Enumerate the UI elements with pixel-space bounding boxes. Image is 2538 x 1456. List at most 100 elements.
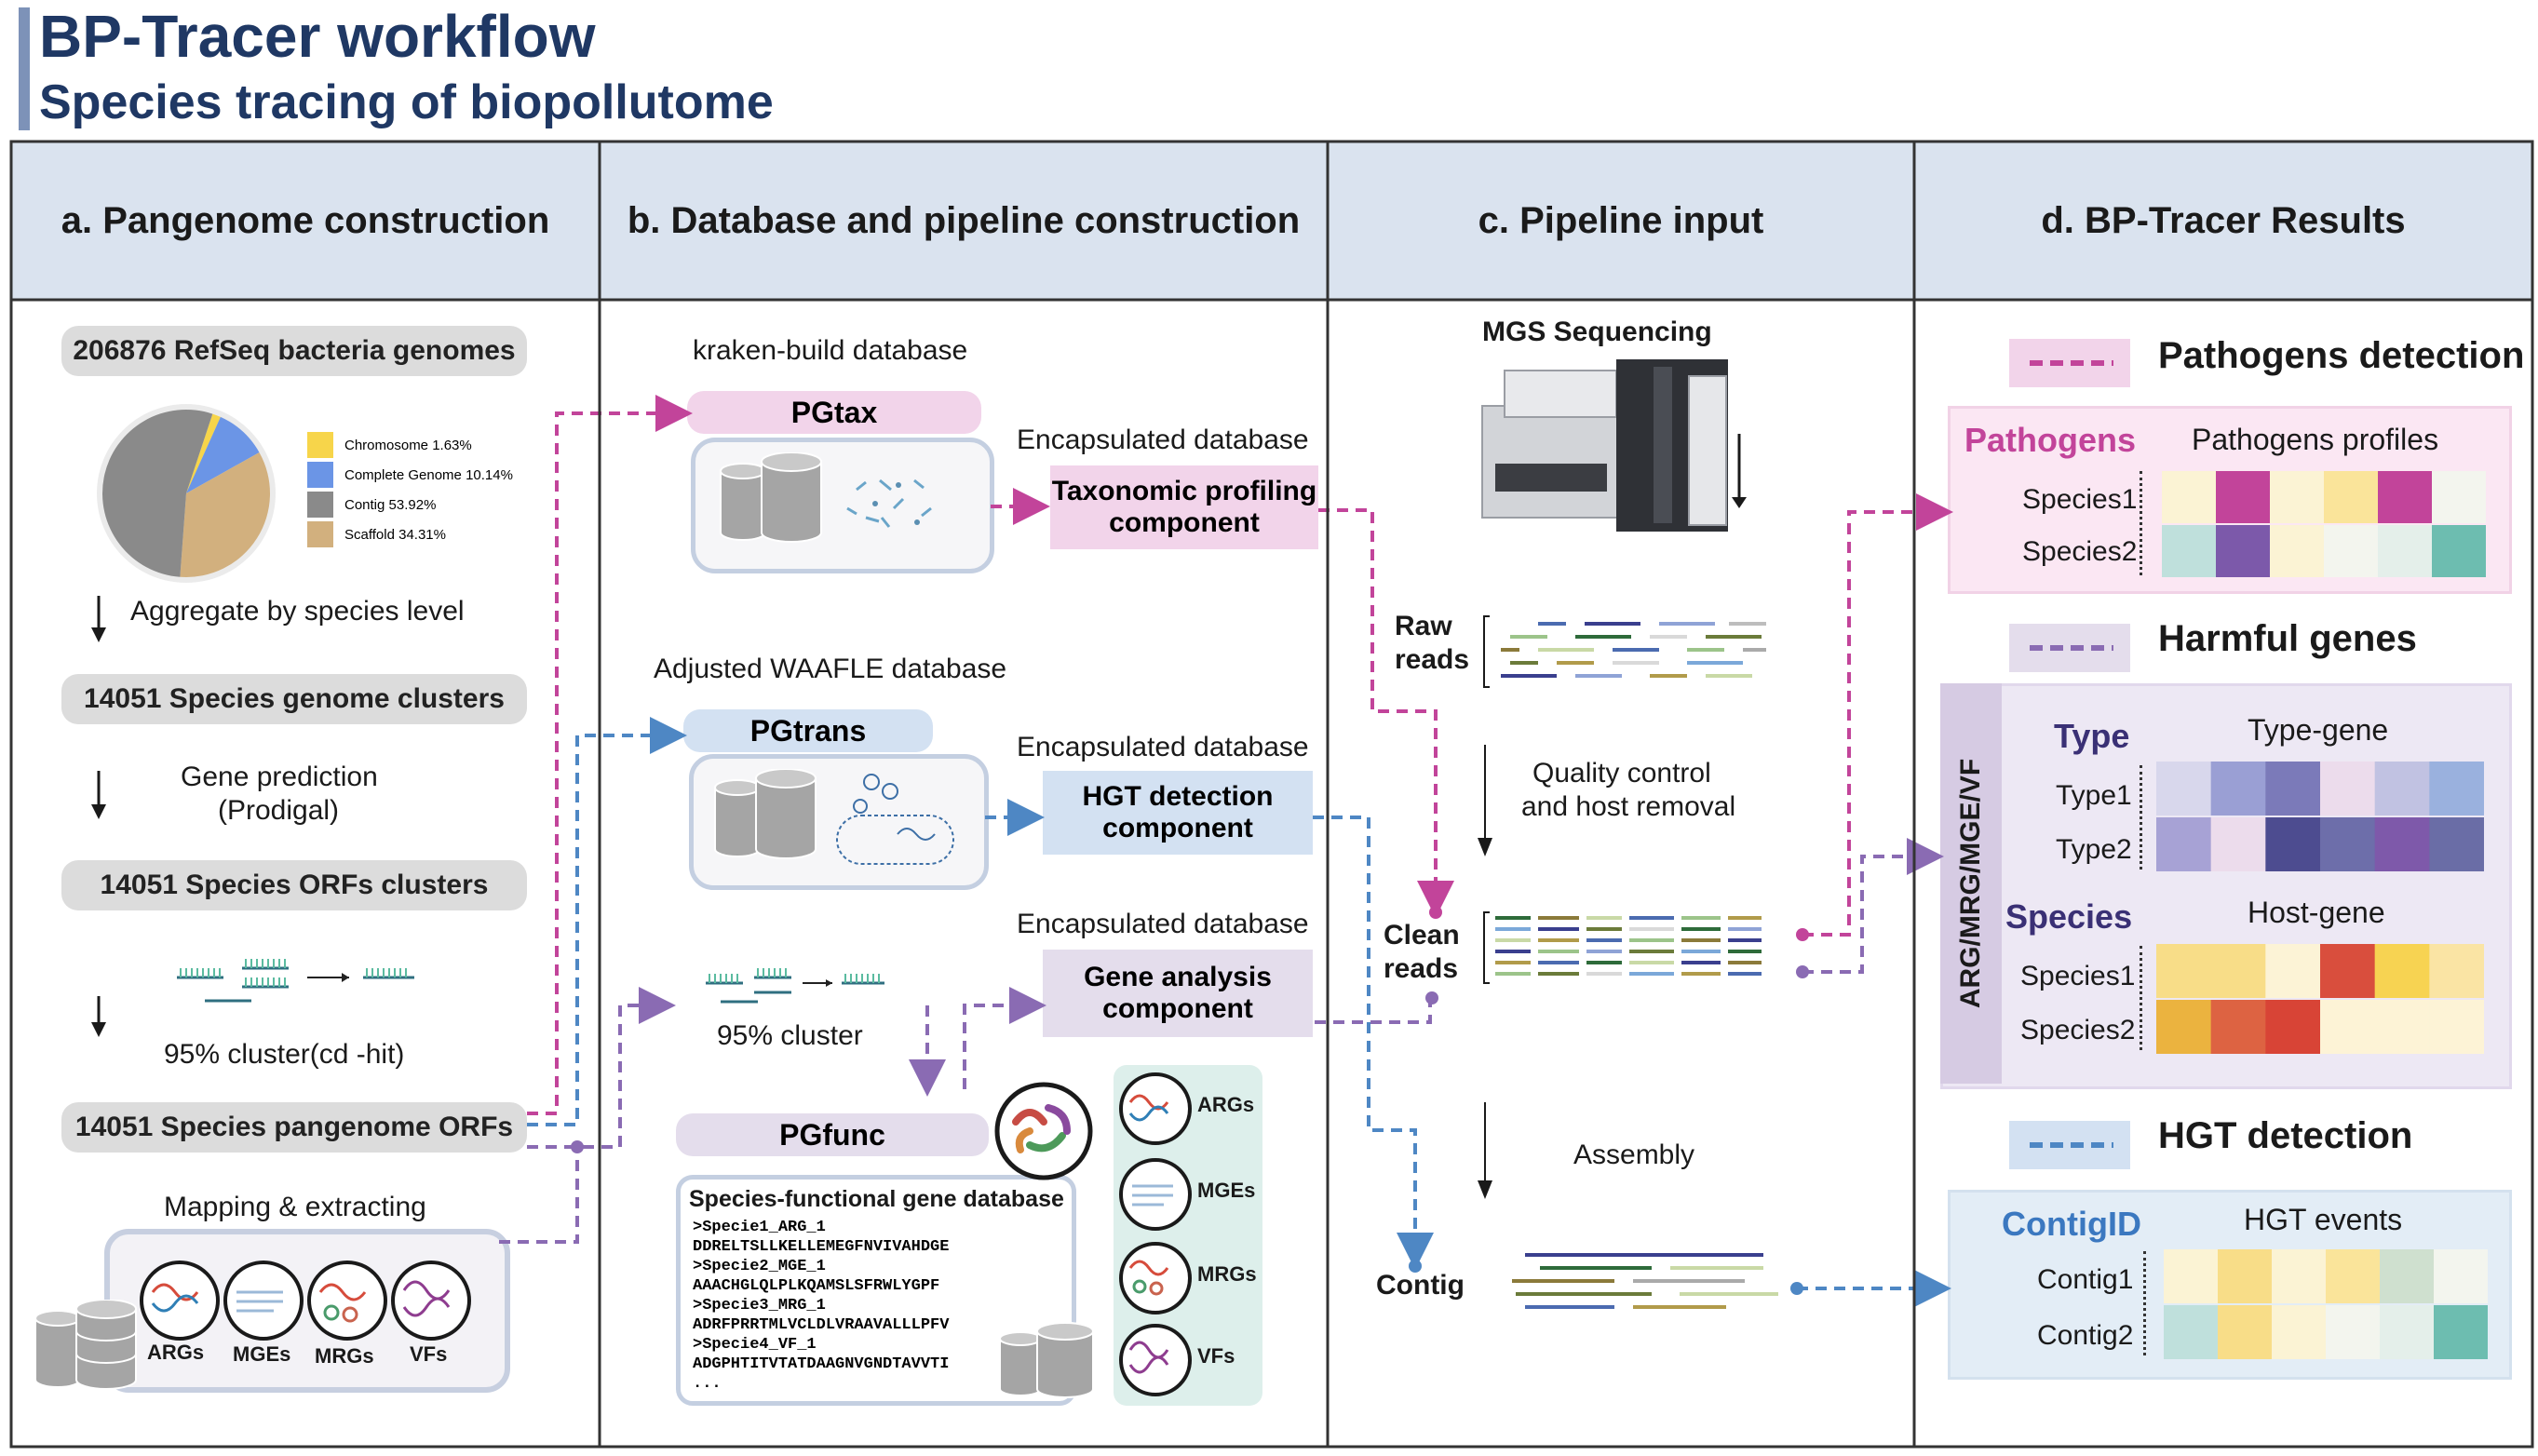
cdhit-cluster-text: 95% cluster(cd -hit) [164,1039,405,1070]
heatmap-cell [2272,1249,2327,1303]
legend-label: Scaffold 34.31% [344,526,446,543]
gene-type-label: VFs [410,1342,448,1366]
title-bar-accent [19,7,30,130]
pathogens-legend-swatch [2009,339,2130,387]
host-gene-label: Host-gene [2248,896,2385,929]
func-icon-label: VFs [1197,1344,1235,1368]
legend-item-complete: Complete Genome 10.14% [307,460,513,490]
seq-line: >Specie2_MGE_1 [693,1258,826,1275]
pgtrans-tab: PGtrans [683,709,933,752]
encap-label-3: Encapsulated database [1017,909,1309,939]
heatmap-cell [2156,1000,2212,1054]
heatmap-cell [2432,471,2486,523]
gene-prediction-line1: Gene prediction [181,762,378,792]
heatmap-cell [2429,762,2484,816]
qc-arrow [1484,745,1486,845]
protein-structure-icon [994,1082,1093,1180]
harmful-legend-swatch [2009,624,2130,672]
heatmap-cell [2324,525,2379,577]
seq-line: ADRFPRRTMLVCLDLVRAAVALLLPFV [693,1316,950,1334]
heatmap-cell [2374,762,2430,816]
pgtax-db-icon [720,452,932,543]
qc-line1: Quality control [1532,758,1711,789]
heatmap-cell [2374,944,2430,998]
legend-item-contig: Contig 53.92% [307,490,513,519]
legend-label: Chromosome 1.63% [344,437,472,453]
heatmap-divider [2143,1251,2146,1355]
heatmap-cell [2218,1249,2273,1303]
legend-item-scaffold: Scaffold 34.31% [307,519,513,549]
seq-line: ADGPHTITVTATDAAGNVGNDTAVVTI [693,1355,950,1373]
heat-row-label: Species2 [2020,1015,2136,1045]
heatmap-cell [2320,1000,2376,1054]
kraken-label: kraken-build database [693,335,968,366]
mgs-label: MGS Sequencing [1482,317,1712,347]
taxonomic-line1: Taxonomic profiling [1051,476,1317,506]
species-heatmap [2156,944,2484,1054]
figure-title: BP-Tracer workflow [39,3,596,70]
legend-label: Complete Genome 10.14% [344,466,513,483]
heatmap-cell [2156,762,2212,816]
raw-reads-line1: Raw [1395,611,1452,641]
raw-reads-line2: reads [1395,644,1470,675]
pgfunc-tab: PGfunc [676,1113,989,1156]
heatmap-divider [2140,946,2142,1050]
column-heading-c: c. Pipeline input [1478,199,1764,241]
genome-pie-chart [97,404,276,583]
heatmap-cell [2216,471,2271,523]
func-icon-glyphs [1128,1094,1173,1374]
pgfunc-label: PGfunc [779,1117,885,1152]
gene-prediction-line2: (Prodigal) [218,795,340,826]
hgt-detection-title: HGT detection [2158,1115,2413,1156]
waafle-label: Adjusted WAAFLE database [654,654,1007,684]
seq-line: >Specie4_VF_1 [693,1336,817,1354]
seq-line: >Specie1_ARG_1 [693,1219,826,1236]
genome-clusters-pill: 14051 Species genome clusters [61,674,527,724]
cluster95-label: 95% cluster [717,1020,863,1051]
pangenome-orfs-pill: 14051 Species pangenome ORFs [61,1102,527,1153]
heatmap-cell [2380,1305,2435,1359]
heatmap-cell [2156,944,2212,998]
heatmap-cell [2272,1305,2327,1359]
gene-type-label: ARGs [147,1341,205,1364]
heatmap-cell [2429,1000,2484,1054]
pgtrans-label: PGtrans [749,713,867,748]
heatmap-cell [2429,944,2484,998]
func-icon-label: MGEs [1197,1179,1256,1202]
heatmap-cell [2218,1305,2273,1359]
pathogens-profiles-label: Pathogens profiles [2192,423,2439,456]
column-heading-b: b. Database and pipeline construction [627,199,1301,241]
contig-id-label: ContigID [2002,1205,2141,1243]
harmful-side-label: ARG/MRG/MGE/VF [1955,758,1986,1009]
heatmap-cell [2432,525,2486,577]
heatmap-cell [2324,471,2379,523]
heatmap-cell [2270,525,2325,577]
heat-row-label: Species2 [2022,536,2138,567]
heatmap-cell [2326,1305,2381,1359]
legend-swatch [307,432,333,458]
seq-line: AAACHGLQLPLKQAMSLSFRWLYGPF [693,1277,940,1295]
contig-heatmap [2164,1249,2488,1359]
contig-icon [1512,1253,1778,1309]
type-heatmap [2156,762,2484,871]
assembly-label: Assembly [1573,1139,1695,1170]
heatmap-cell [2434,1305,2488,1359]
heatmap-cell [2265,1000,2321,1054]
genomes-pill: 206876 RefSeq bacteria genomes [61,326,527,376]
heatmap-cell [2326,1249,2381,1303]
func-db-cylinder-icon [999,1322,1094,1398]
type-label: Type [2054,717,2130,755]
heat-row-label: Contig1 [2037,1264,2134,1295]
gene-icon-glyphs-a [151,1280,451,1323]
legend-swatch [307,462,333,488]
heat-row-label: Species1 [2020,961,2136,991]
clean-reads-icon [1483,911,1762,984]
taxonomic-component: Taxonomic profiling component [1050,465,1318,549]
heatmap-cell [2164,1249,2219,1303]
heatmap-cell [2320,944,2376,998]
heatmap-cell [2429,817,2484,871]
gene-type-label: MRGs [315,1344,374,1368]
hgt-line2: component [1102,813,1253,843]
pathogens-heatmap [2162,471,2486,577]
heatmap-cell [2378,471,2433,523]
